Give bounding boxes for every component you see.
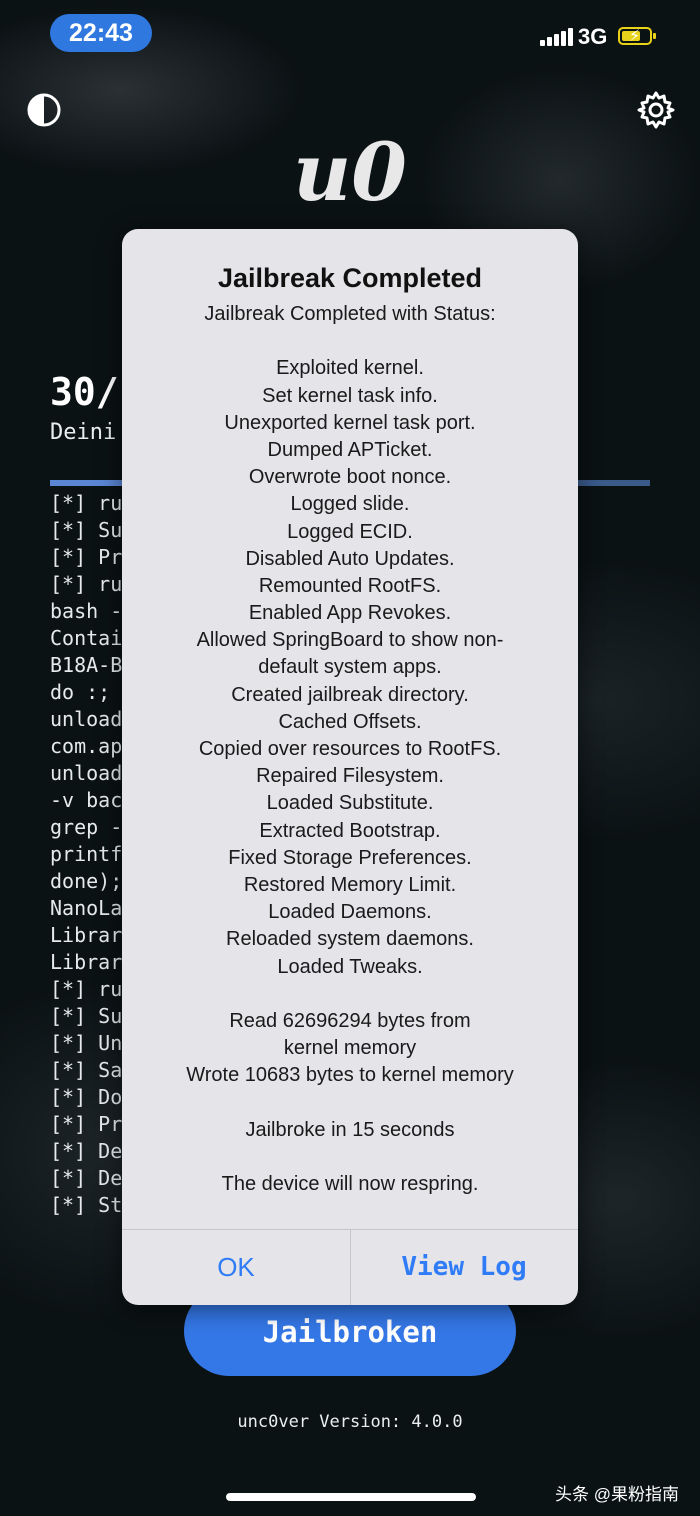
jailbreak-completed-alert: Jailbreak Completed Jailbreak Completed … [122,229,578,1305]
alert-message-line: Overwrote boot nonce. [248,466,452,489]
alert-message-line: Logged slide. [290,493,410,516]
status-bar: 22:43 3G ⚡ [0,0,700,70]
alert-message-line: Allowed SpringBoard to show non- [196,629,504,652]
log-line: [*] Su [50,1004,123,1028]
alert-message-line: Wrote 10683 bytes to kernel memory [186,1064,514,1087]
alert-message-line: Jailbroke in 15 seconds [245,1118,455,1141]
log-line: [*] St [50,1193,123,1217]
log-line: [*] De [50,1166,123,1190]
alert-message-line [122,1144,578,1171]
network-type: 3G [578,24,608,49]
status-time: 22:43 [50,14,152,52]
log-line: [*] De [50,1139,123,1163]
log-line: [*] Un [50,1031,123,1055]
cellular-signal-icon [540,28,573,46]
alert-message-line: Extracted Bootstrap. [259,819,441,842]
log-line: [*] Pr [50,545,123,569]
log-line: [*] Su [50,518,123,542]
alert-message-line: Read 62696294 bytes from [229,1009,471,1032]
alert-message-line: Exploited kernel. [276,357,424,380]
alert-message-line: Reloaded system daemons. [226,928,474,951]
alert-message-line: Jailbreak Completed with Status: [204,303,496,325]
settings-gear-icon[interactable] [636,90,676,130]
alert-message-line: Loaded Daemons. [268,901,432,924]
alert-message: Jailbreak Completed with Status: Exploite… [122,301,578,1198]
watermark: 头条 @果粉指南 [555,1485,679,1504]
home-indicator[interactable] [226,1493,476,1501]
unc0ver-logo: u0 [293,130,407,219]
alert-message-line: Repaired Filesystem. [256,765,444,788]
ok-button[interactable]: OK [217,1252,255,1282]
contrast-toggle-icon[interactable] [26,92,62,128]
progress-counter: 30/ [50,370,119,414]
alert-message-line: Fixed Storage Preferences. [228,846,472,869]
log-line: printf [50,842,123,866]
alert-message-line: kernel memory [283,1037,417,1060]
battery-charging-icon: ⚡ [618,27,656,45]
alert-message-line: Cached Offsets. [278,710,422,733]
alert-message-line: Dumped APTicket. [267,438,433,461]
alert-message-line: Logged ECID. [287,520,413,543]
alert-message-line [122,1089,578,1116]
alert-message-line: Set kernel task info. [262,384,438,407]
log-line: [*] Pr [50,1112,123,1136]
alert-message-line: Disabled Auto Updates. [245,547,455,570]
alert-message-line: Restored Memory Limit. [243,873,457,896]
alert-message-line: Created jailbreak directory. [231,683,469,706]
log-line: [*] Do [50,1085,123,1109]
status-label: Deini [50,420,117,445]
alert-message-line: Enabled App Revokes. [248,602,452,625]
log-line: done); [50,869,123,893]
alert-message-line [122,328,578,355]
alert-message-line: Unexported kernel task port. [224,411,476,434]
alert-message-line: Copied over resources to RootFS. [198,738,502,760]
alert-button-divider [350,1229,351,1305]
log-line: [*] Sa [50,1058,123,1082]
svg-text:u0: u0 [293,130,407,219]
alert-title: Jailbreak Completed [217,263,483,293]
alert-message-line [122,981,578,1008]
alert-message-line: The device will now respring. [221,1173,479,1195]
log-line: bash - [50,599,123,623]
alert-message-line: Loaded Tweaks. [277,955,423,978]
view-log-button[interactable]: View Log [401,1252,527,1282]
version-label: unc0ver Version: 4.0.0 [237,1412,463,1432]
log-line: unload [50,707,123,731]
alert-message-line: default system apps. [258,656,442,679]
alert-message-line: Loaded Substitute. [266,792,434,815]
alert-message-line: Remounted RootFS. [258,574,442,597]
